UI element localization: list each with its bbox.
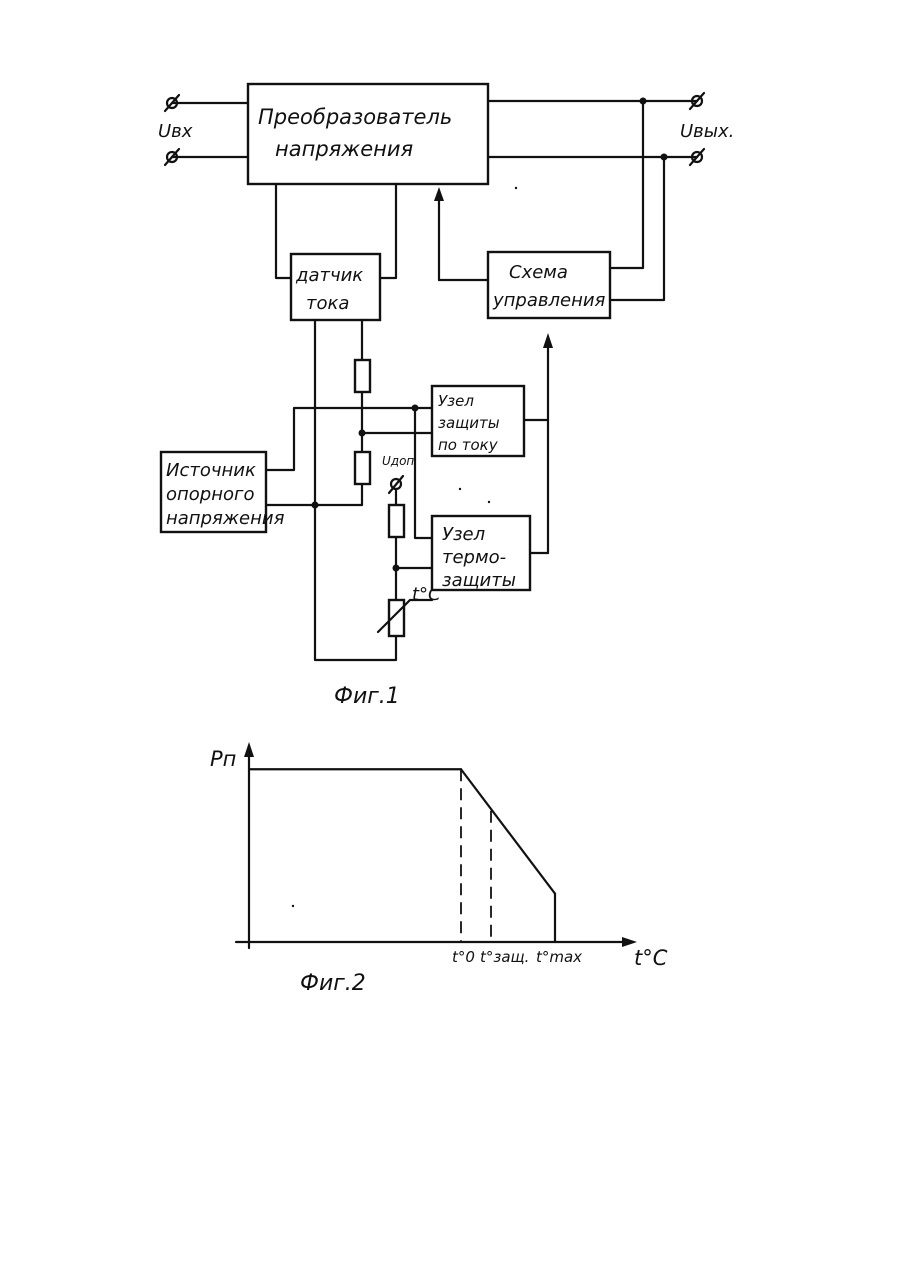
- svg-text:Узел: Узел: [442, 524, 485, 545]
- power-derating-segment: [461, 769, 555, 893]
- input-terminals: Uвх: [158, 95, 248, 165]
- additional-voltage-label: Uдоп: [382, 454, 414, 468]
- tick-label-tprot: t°защ.: [480, 948, 529, 966]
- svg-text:напряжения: напряжения: [166, 508, 285, 529]
- svg-text:напряжения: напряжения: [275, 137, 413, 161]
- svg-text:Источник: Источник: [166, 460, 256, 481]
- svg-text:защиты: защиты: [438, 414, 500, 432]
- svg-text:термо-: термо-: [442, 547, 506, 568]
- fig1-caption: Фиг.1: [334, 684, 400, 709]
- y-axis-label: Pп: [210, 747, 236, 771]
- control-circuit-block: Схема управления: [488, 252, 610, 318]
- tick-label-t0: t°0: [452, 948, 475, 966]
- fig2-caption: Фиг.2: [300, 971, 366, 996]
- svg-text:Узел: Узел: [438, 392, 474, 410]
- x-axis-label: t°C: [634, 946, 668, 970]
- input-voltage-label: Uвх: [158, 121, 193, 142]
- reference-voltage-source-block: Источник опорного напряжения: [161, 452, 285, 532]
- svg-text:датчик: датчик: [295, 265, 363, 286]
- output-voltage-label: Uвых.: [680, 121, 734, 142]
- svg-text:тока: тока: [306, 293, 349, 314]
- svg-text:опорного: опорного: [166, 484, 254, 505]
- current-protection-block: Узел защиты по току: [432, 386, 524, 456]
- output-terminals: Uвых.: [488, 93, 734, 165]
- voltage-converter-block: Преобразователь напряжения: [248, 84, 488, 184]
- resistor-r1: [355, 360, 370, 392]
- tick-label-tmax: t°max: [536, 948, 582, 966]
- svg-text:по току: по току: [438, 436, 499, 454]
- y-axis-arrow: [244, 742, 254, 757]
- resistor-r3: [389, 505, 404, 537]
- resistor-r2: [355, 452, 370, 484]
- fig1-block-diagram: Uвх Uвых. Преобразователь напряжения дат…: [158, 84, 734, 709]
- fig2-data-marks: [249, 769, 555, 942]
- svg-text:Схема: Схема: [509, 262, 568, 283]
- svg-text:Преобразователь: Преобразователь: [258, 105, 452, 129]
- fig2-tick-labels: t°0 t°защ. t°max: [452, 948, 582, 966]
- svg-text:защиты: защиты: [442, 570, 516, 591]
- svg-text:управления: управления: [492, 290, 606, 311]
- thermal-protection-block: Узел термо- защиты: [432, 516, 530, 591]
- fig2-power-temperature-chart: Pп t°C t°0 t°защ. t°max Фиг.2: [210, 742, 668, 996]
- current-sensor-block: датчик тока: [291, 254, 380, 320]
